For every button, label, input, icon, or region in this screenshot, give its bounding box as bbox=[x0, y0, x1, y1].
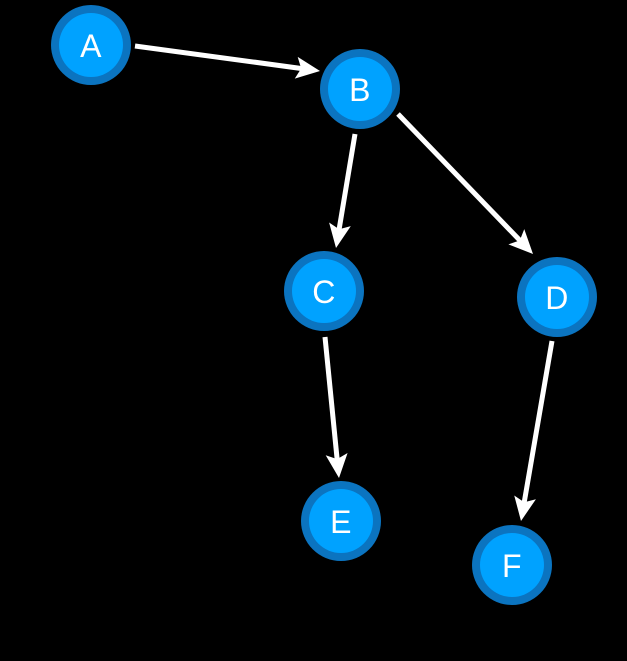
node-c-label: C bbox=[312, 274, 336, 310]
node-a-fill bbox=[59, 13, 123, 77]
node-a[interactable]: A bbox=[51, 5, 131, 85]
node-f-fill bbox=[480, 533, 544, 597]
edge-c-to-e bbox=[322, 336, 340, 461]
edges-layer bbox=[134, 43, 555, 521]
node-d[interactable]: D bbox=[517, 257, 597, 337]
node-d-fill bbox=[525, 265, 589, 329]
node-b-fill bbox=[328, 57, 392, 121]
node-c[interactable]: C bbox=[284, 251, 364, 331]
nodes-layer: A B C D E F bbox=[51, 5, 597, 605]
node-e-fill bbox=[309, 489, 373, 553]
edge-a-to-b bbox=[134, 43, 303, 72]
edge-b-to-c bbox=[336, 133, 358, 231]
arrowhead-a-to-b bbox=[294, 56, 320, 79]
node-c-fill bbox=[292, 259, 356, 323]
node-d-label: D bbox=[545, 280, 569, 316]
edge-b-to-d bbox=[396, 112, 523, 243]
node-e[interactable]: E bbox=[301, 481, 381, 561]
edge-d-to-f bbox=[521, 340, 555, 504]
arrowhead-b-to-d bbox=[508, 229, 533, 254]
arrowhead-d-to-f bbox=[514, 495, 536, 521]
arrowhead-c-to-e bbox=[325, 453, 348, 478]
arrowhead-b-to-c bbox=[329, 222, 351, 248]
node-a-label: A bbox=[80, 28, 102, 64]
node-b-label: B bbox=[349, 72, 371, 108]
node-b[interactable]: B bbox=[320, 49, 400, 129]
node-f[interactable]: F bbox=[472, 525, 552, 605]
node-f-label: F bbox=[502, 548, 522, 584]
node-e-label: E bbox=[330, 504, 352, 540]
